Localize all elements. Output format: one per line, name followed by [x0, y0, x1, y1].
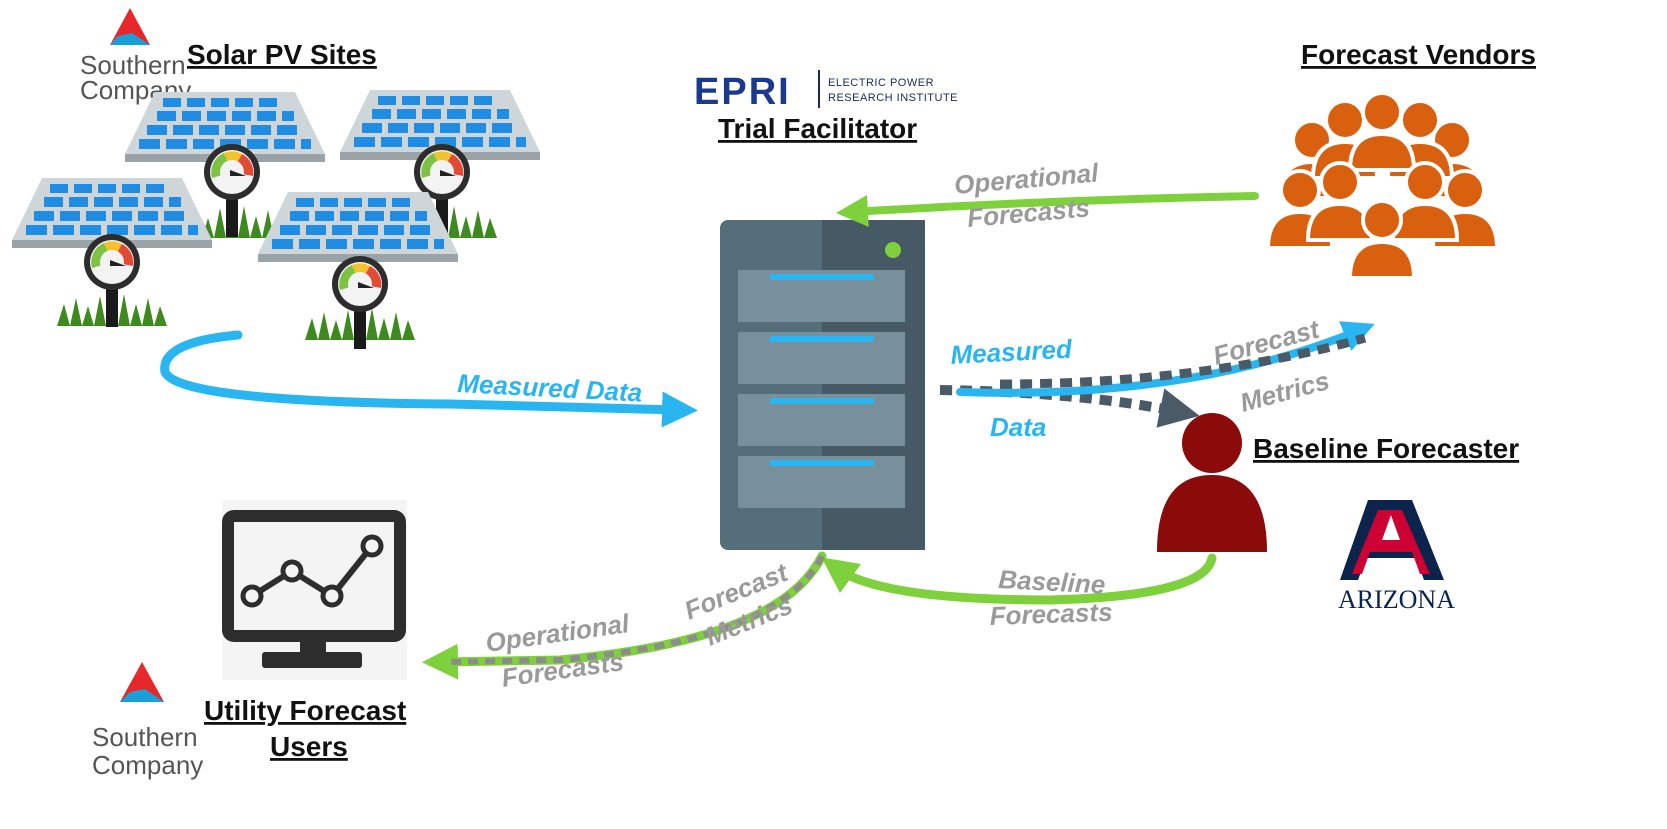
epri-line2: RESEARCH INSTITUTE — [828, 92, 958, 104]
arizona-name: ARIZONA — [1338, 585, 1455, 614]
utility-users-title-line1: Utility Forecast — [204, 695, 406, 726]
forecast-metrics-vendors-arrow — [956, 321, 1375, 397]
southern-logo-line2: Company — [92, 750, 203, 780]
forecast-vendors-group-icon — [1266, 91, 1499, 280]
baseline-forecaster-title: Baseline Forecaster — [1253, 433, 1519, 464]
baseline-forecaster-person-icon — [1157, 413, 1267, 552]
forecast-vendors-title: Forecast Vendors — [1301, 39, 1536, 70]
baseline-forecasts-line1: Baseline — [998, 564, 1106, 600]
arizona-logo: ARIZONA — [1338, 500, 1455, 614]
southern-triangle-icon — [110, 8, 150, 45]
epri-logo: EPRI ELECTRIC POWER RESEARCH INSTITUTE — [694, 70, 958, 113]
operational-forecasts-in-line2: Forecasts — [966, 192, 1091, 233]
baseline-forecasts-line2: Forecasts — [989, 597, 1113, 631]
monitor-chart-icon — [222, 500, 407, 680]
forecast-metrics-vendors-line2: Metrics — [1237, 365, 1333, 418]
measured-data-in-arrow — [160, 330, 698, 428]
trial-facilitator-title: Trial Facilitator — [718, 113, 917, 144]
arizona-a-icon — [1340, 500, 1444, 580]
southern-triangle-icon — [120, 662, 164, 702]
solar-sites-title: Solar PV Sites — [187, 39, 377, 70]
epri-wordmark: EPRI — [694, 71, 791, 113]
measured-data-out-arrow — [939, 385, 1200, 428]
gauge-icon — [84, 234, 140, 327]
gauge-icon — [204, 144, 260, 237]
southern-logo-line1: Southern — [80, 50, 186, 80]
forecast-metrics-vendors-dash — [999, 333, 1367, 389]
solar-panels-illustration — [12, 90, 540, 349]
forecast-metrics-users-dash — [447, 554, 825, 665]
measured-data-out-line2: Data — [990, 412, 1046, 442]
measured-data-out-line1: Measured — [950, 334, 1074, 370]
baseline-forecasts-arrow — [821, 553, 1217, 605]
southern-logo-line1: Southern — [92, 722, 198, 752]
server-icon — [720, 220, 925, 550]
utility-users-title-line2: Users — [270, 731, 348, 762]
epri-line1: ELECTRIC POWER — [828, 77, 934, 89]
southern-company-logo-top: Southern Company — [80, 8, 191, 105]
solar-panel-icon — [258, 192, 458, 262]
operational-forecasts-in-arrow — [836, 192, 1259, 228]
southern-company-logo-bottom: Southern Company — [92, 662, 203, 780]
